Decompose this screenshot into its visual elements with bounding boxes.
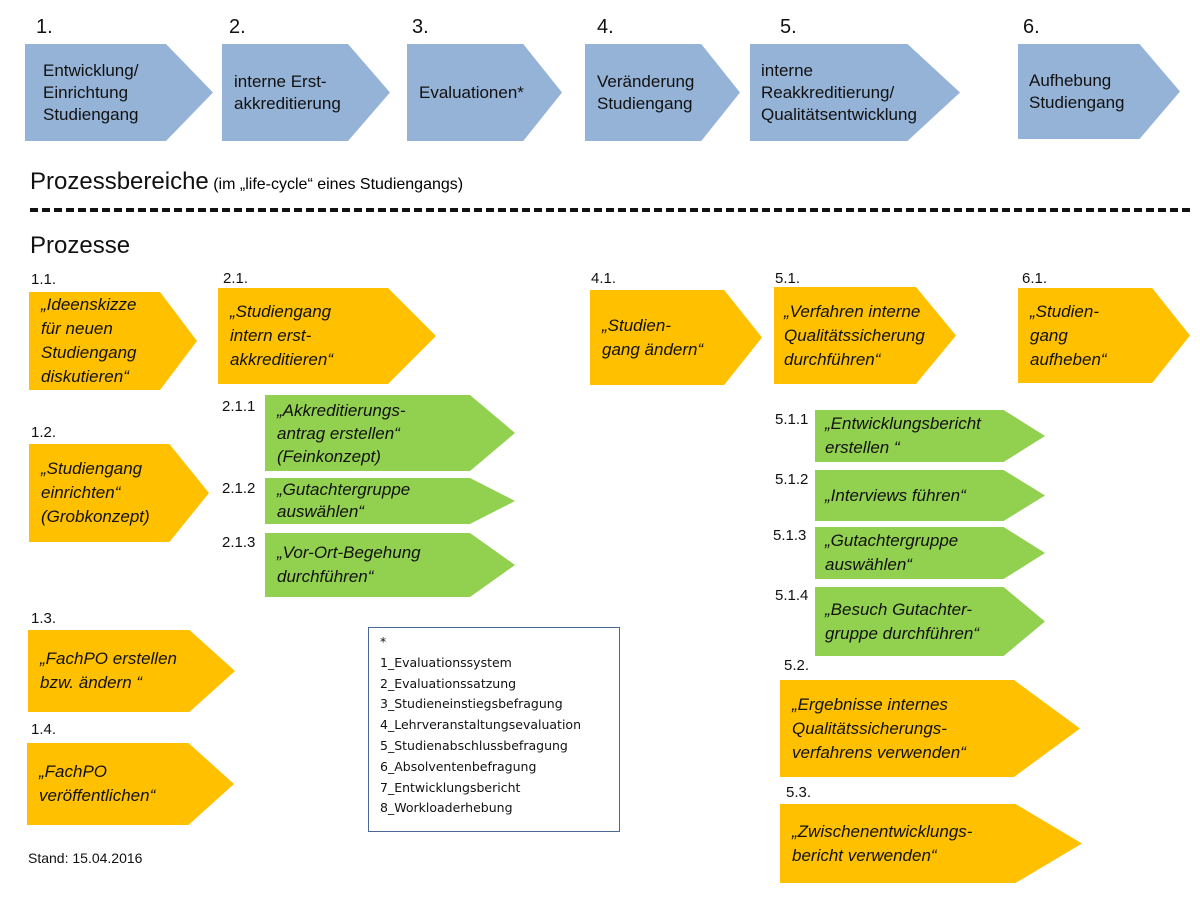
process-number: 5.1.1: [775, 411, 809, 428]
process-number: 1.1.: [31, 271, 57, 288]
process-arrow-1-4: „FachPO veröffentlichen“: [27, 743, 234, 825]
process-label: „Ideenskizze für neuen Studiengang disku…: [41, 295, 137, 386]
process-label: „Gutachtergruppe auswählen“: [277, 480, 411, 521]
phase-label: Entwicklung/ Einrichtung Studiengang: [43, 60, 139, 124]
process-number: 5.2.: [784, 657, 810, 674]
phase-arrow-4: Veränderung Studiengang: [585, 44, 740, 141]
process-label: „Besuch Gutachter- gruppe durchführen“: [825, 599, 980, 643]
process-number: 6.1.: [1022, 270, 1048, 287]
process-arrow-5-3: „Zwischenentwicklungs- bericht verwenden…: [780, 804, 1082, 883]
process-arrow-2-1: „Studiengang intern erst- akkreditieren“: [218, 288, 436, 384]
subprocess-arrow-5-1-1: „Entwicklungsbericht erstellen “: [815, 410, 1045, 462]
subprocess-arrow-5-1-3: „Gutachtergruppe auswählen“: [815, 527, 1045, 579]
process-label: „FachPO erstellen bzw. ändern “: [40, 649, 177, 692]
process-label: „Vor-Ort-Begehung durchführen“: [277, 543, 421, 586]
process-label: „Verfahren interne Qualitätssicherung du…: [784, 301, 925, 369]
legend-item: 8_Workloaderhebung: [380, 800, 513, 816]
phase-label: interne Reakkreditierung/ Qualitätsentwi…: [761, 60, 917, 124]
phase-label: interne Erst- akkreditierung: [234, 71, 341, 113]
process-number: 2.1.3: [222, 534, 256, 551]
process-arrow-1-1: „Ideenskizze für neuen Studiengang disku…: [29, 292, 197, 390]
process-label: „Studien- gang ändern“: [602, 315, 704, 359]
process-label: „Ergebnisse internes Qualitätssicherungs…: [792, 694, 966, 762]
process-number: 1.2.: [31, 424, 57, 441]
process-label: „Gutachtergruppe auswählen“: [825, 531, 959, 574]
phase-number: 3.: [412, 16, 429, 38]
section-divider: [30, 208, 1190, 212]
phase-number: 2.: [229, 16, 246, 38]
process-label: „Akkreditierungs- antrag erstellen“ (Fei…: [277, 400, 406, 466]
phase-number: 5.: [780, 16, 797, 38]
process-number: 4.1.: [591, 270, 617, 287]
phase-number: 6.: [1023, 16, 1040, 38]
process-label: „Interviews führen“: [825, 485, 966, 505]
process-arrow-4-1: „Studien- gang ändern“: [590, 290, 762, 385]
legend-item: 3_Studieneinstiegsbefragung: [380, 696, 563, 712]
legend-marker: *: [380, 634, 387, 649]
legend-item: 2_Evaluationssatzung: [380, 675, 517, 691]
legend-item: 7_Entwicklungsbericht: [380, 779, 521, 795]
phase-label: Veränderung Studiengang: [597, 71, 695, 113]
subprocess-arrow-5-1-4: „Besuch Gutachter- gruppe durchführen“: [815, 587, 1045, 656]
process-label: „Studien- gang aufheben“: [1030, 301, 1107, 369]
process-areas-title: Prozessbereiche: [30, 168, 209, 195]
phase-number: 1.: [36, 16, 53, 38]
process-arrow-5-2: „Ergebnisse internes Qualitätssicherungs…: [780, 680, 1080, 777]
phase-label: Evaluationen*: [419, 82, 524, 102]
process-areas-heading: Prozessbereiche (im „life-cycle“ eines S…: [30, 168, 463, 196]
process-label: „Studiengang intern erst- akkreditieren“: [230, 302, 333, 369]
phase-arrow-5: interne Reakkreditierung/ Qualitätsentwi…: [750, 44, 960, 141]
processes-heading: Prozesse: [30, 232, 131, 259]
legend-item: 4_Lehrveranstaltungsevaluation: [380, 717, 581, 733]
process-number: 5.1.: [775, 270, 801, 287]
phase-arrow-2: interne Erst- akkreditierung: [222, 44, 390, 141]
process-label: „Entwicklungsbericht erstellen “: [825, 414, 981, 457]
date-stamp: Stand: 15.04.2016: [28, 850, 143, 866]
phase-number: 4.: [597, 16, 614, 38]
process-number: 5.1.2: [775, 471, 809, 488]
legend-item: 1_Evaluationssystem: [380, 654, 512, 670]
process-number: 5.1.3: [773, 527, 807, 544]
phase-arrow-1: Entwicklung/ Einrichtung Studiengang: [25, 44, 213, 141]
legend-item: 6_Absolventenbefragung: [380, 758, 537, 774]
process-label: „Zwischenentwicklungs- bericht verwenden…: [792, 821, 973, 865]
process-number: 1.3.: [31, 610, 57, 627]
phase-arrow-3: Evaluationen*: [407, 44, 562, 141]
process-number: 5.3.: [786, 784, 812, 801]
process-number: 2.1.: [223, 270, 249, 287]
process-number: 2.1.1: [222, 398, 256, 415]
phase-arrow-6: Aufhebung Studiengang: [1018, 44, 1180, 139]
process-number: 5.1.4: [775, 587, 809, 604]
process-arrow-1-3: „FachPO erstellen bzw. ändern “: [28, 630, 235, 712]
process-number: 2.1.2: [222, 480, 256, 497]
legend-item: 5_Studienabschlussbefragung: [380, 737, 568, 753]
process-number: 1.4.: [31, 721, 57, 738]
process-label: „Studiengang einrichten“ (Grobkonzept): [41, 459, 150, 526]
subprocess-arrow-2-1-1: „Akkreditierungs- antrag erstellen“ (Fei…: [265, 395, 515, 471]
subprocess-arrow-5-1-2: „Interviews führen“: [815, 470, 1045, 521]
process-arrow-5-1: „Verfahren interne Qualitätssicherung du…: [774, 287, 956, 384]
subprocess-arrow-2-1-2: „Gutachtergruppe auswählen“: [265, 478, 515, 524]
process-arrow-1-2: „Studiengang einrichten“ (Grobkonzept): [29, 444, 209, 542]
process-arrow-6-1: „Studien- gang aufheben“: [1018, 288, 1190, 383]
process-label: „FachPO veröffentlichen“: [39, 762, 156, 805]
subprocess-arrow-2-1-3: „Vor-Ort-Begehung durchführen“: [265, 533, 515, 597]
process-areas-subtitle: (im „life-cycle“ eines Studiengangs): [213, 176, 464, 193]
phase-label: Aufhebung Studiengang: [1029, 70, 1125, 112]
evaluation-legend: * 1_Evaluationssystem 2_Evaluationssatzu…: [368, 627, 620, 832]
